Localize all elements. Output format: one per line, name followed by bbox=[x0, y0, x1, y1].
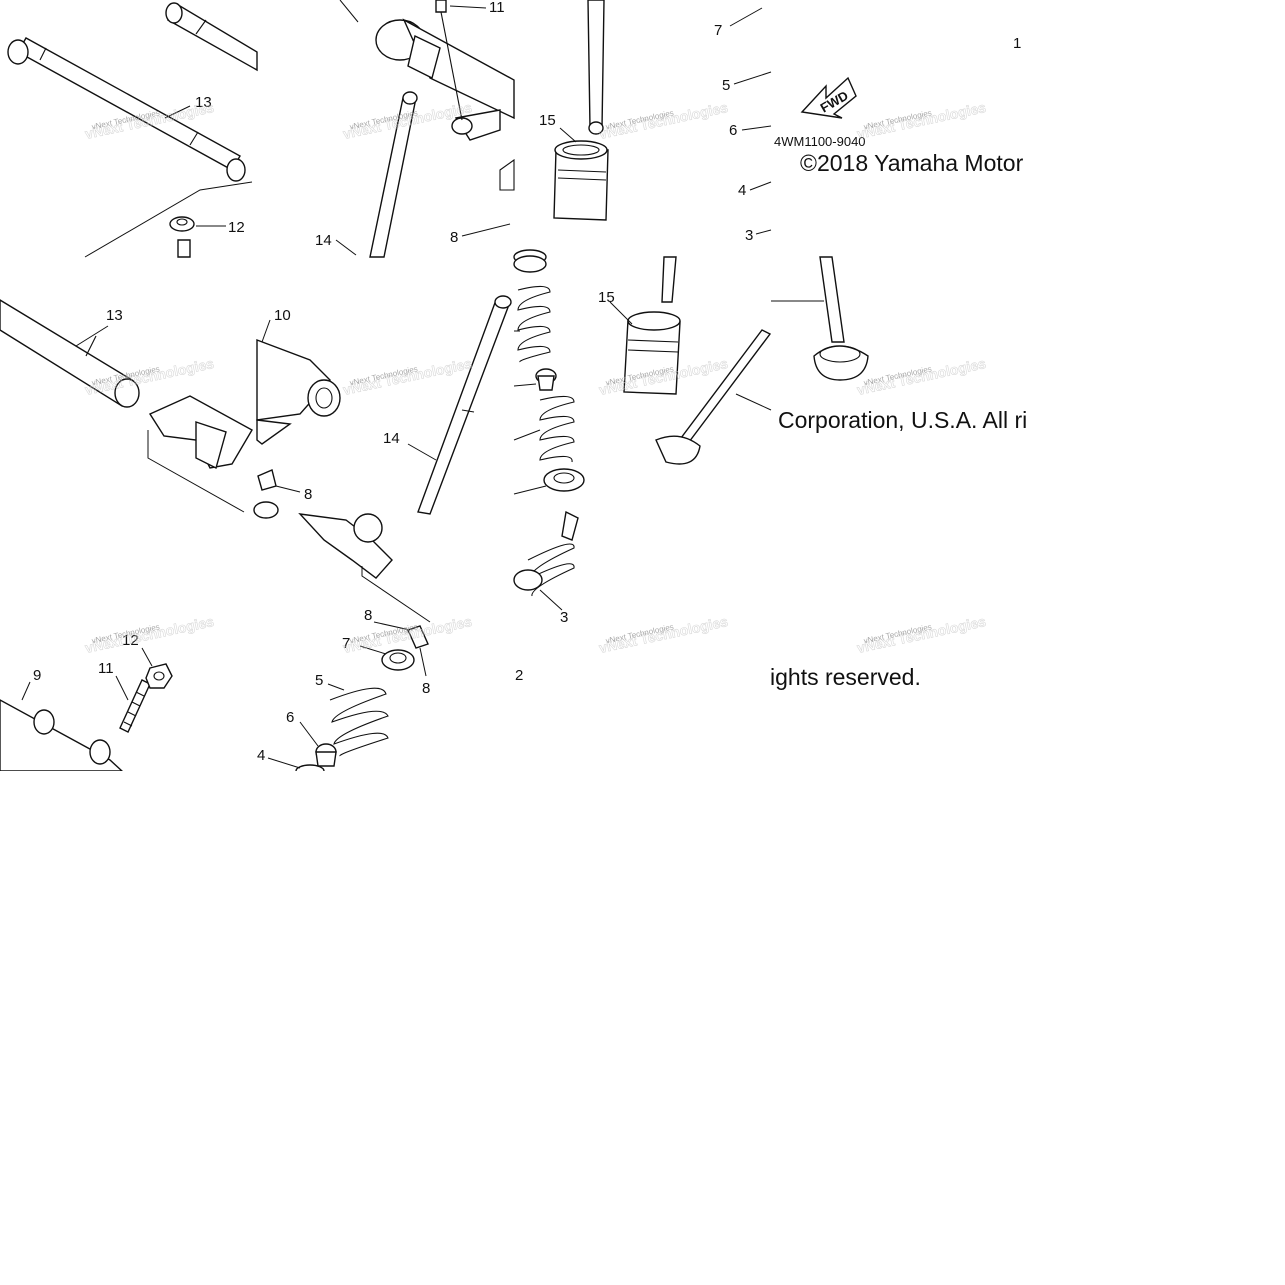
callout-10: 10 bbox=[274, 307, 291, 324]
valve-lifter-15-top bbox=[553, 140, 609, 221]
callout-6: 6 bbox=[286, 709, 294, 726]
leader bbox=[267, 757, 301, 769]
leader bbox=[609, 301, 633, 325]
valve-cotter bbox=[407, 625, 429, 649]
leader bbox=[115, 675, 129, 701]
rocker-arm-middle bbox=[148, 395, 277, 491]
leader bbox=[733, 71, 772, 85]
valve-spring-top bbox=[513, 255, 551, 363]
locknut-12 bbox=[145, 663, 173, 689]
rocker-shaft-9 bbox=[0, 699, 124, 772]
locknut-12-top bbox=[169, 216, 195, 258]
push-rod-14-middle bbox=[417, 295, 512, 515]
spring-retainer-middle bbox=[535, 368, 557, 391]
leader bbox=[21, 681, 31, 701]
blank-region bbox=[0, 771, 1285, 1285]
callout-6: 6 bbox=[729, 122, 737, 139]
callout-14: 14 bbox=[383, 430, 400, 447]
leader bbox=[75, 325, 109, 347]
callout-5: 5 bbox=[722, 77, 730, 94]
callout-3: 3 bbox=[745, 227, 753, 244]
leader bbox=[539, 589, 563, 611]
rocker-arm-top bbox=[375, 18, 515, 191]
callout-8: 8 bbox=[304, 486, 312, 503]
assembly-line bbox=[84, 181, 253, 258]
spring-seat-3-lower bbox=[513, 569, 543, 591]
leader bbox=[513, 485, 547, 495]
rocker-shaft-13-top bbox=[7, 37, 246, 182]
valve-spring-middle bbox=[539, 395, 575, 463]
copyright-line-2: Corporation, U.S.A. All ri bbox=[778, 407, 1027, 433]
callout-15: 15 bbox=[539, 112, 556, 129]
leader bbox=[327, 683, 345, 691]
leader bbox=[407, 443, 437, 461]
fwd-arrow-icon: FWD bbox=[800, 76, 857, 119]
diagram-code: 4WM1100-9040 bbox=[774, 134, 866, 149]
callout-13: 13 bbox=[195, 94, 212, 111]
spring-retainer-7 bbox=[381, 649, 415, 671]
leader bbox=[275, 485, 301, 493]
callout-7: 7 bbox=[342, 635, 350, 652]
copyright-line-3: ights reserved. bbox=[770, 664, 921, 690]
leader bbox=[513, 429, 541, 441]
leader bbox=[513, 383, 537, 387]
callout-7: 7 bbox=[714, 22, 722, 39]
callout-15: 15 bbox=[598, 289, 615, 306]
callout-5: 5 bbox=[315, 672, 323, 689]
leader bbox=[749, 181, 772, 191]
callout-11: 11 bbox=[98, 660, 114, 677]
callout-14: 14 bbox=[315, 232, 332, 249]
leader bbox=[729, 7, 763, 27]
assembly-line bbox=[361, 566, 431, 623]
push-rod-top-c bbox=[587, 0, 605, 135]
blank-region bbox=[1028, 0, 1285, 771]
valve-lifter-15-middle bbox=[623, 256, 681, 395]
assembly-line bbox=[339, 0, 359, 23]
adjust-screw-11 bbox=[119, 679, 151, 733]
leader bbox=[335, 239, 357, 256]
callout-12: 12 bbox=[228, 219, 245, 236]
valve-stem-seal-6 bbox=[315, 743, 337, 767]
valve-middle bbox=[655, 329, 772, 465]
rocker-shaft-13-middle bbox=[0, 299, 140, 408]
leader bbox=[449, 5, 487, 9]
leader bbox=[755, 229, 772, 235]
spring-seat-middle bbox=[543, 468, 585, 492]
leader bbox=[735, 393, 772, 411]
callout-2: 2 bbox=[515, 667, 523, 684]
assembly-line bbox=[147, 430, 245, 513]
callout-9: 9 bbox=[33, 667, 41, 684]
callout-4: 4 bbox=[738, 182, 746, 199]
leader bbox=[559, 127, 577, 143]
callout-4: 4 bbox=[257, 747, 265, 764]
leader bbox=[164, 105, 191, 119]
push-rod-14-top bbox=[369, 91, 418, 258]
leader bbox=[261, 319, 271, 343]
rocker-shaft-13-top-2 bbox=[165, 2, 258, 72]
callout-8: 8 bbox=[422, 680, 430, 697]
leader bbox=[419, 647, 427, 677]
rocker-arm-10 bbox=[256, 338, 341, 445]
leader bbox=[359, 645, 387, 655]
callout-3: 3 bbox=[560, 609, 568, 626]
copyright-line-1: ©2018 Yamaha Motor bbox=[800, 150, 1024, 176]
valve-right bbox=[813, 256, 869, 381]
valve-spring-5 bbox=[329, 687, 389, 757]
leader bbox=[461, 223, 511, 237]
callout-1: 1 bbox=[1013, 35, 1021, 52]
callout-13: 13 bbox=[106, 307, 123, 324]
callout-12: 12 bbox=[122, 632, 139, 649]
leader bbox=[299, 721, 319, 747]
leader bbox=[741, 125, 772, 131]
adjust-screw-11-top bbox=[435, 0, 463, 121]
rocker-arm-lower bbox=[253, 501, 393, 579]
callout-11: 11 bbox=[489, 0, 505, 16]
leader bbox=[141, 647, 153, 667]
callout-8: 8 bbox=[364, 607, 372, 624]
callout-8: 8 bbox=[450, 229, 458, 246]
leader bbox=[373, 621, 411, 631]
